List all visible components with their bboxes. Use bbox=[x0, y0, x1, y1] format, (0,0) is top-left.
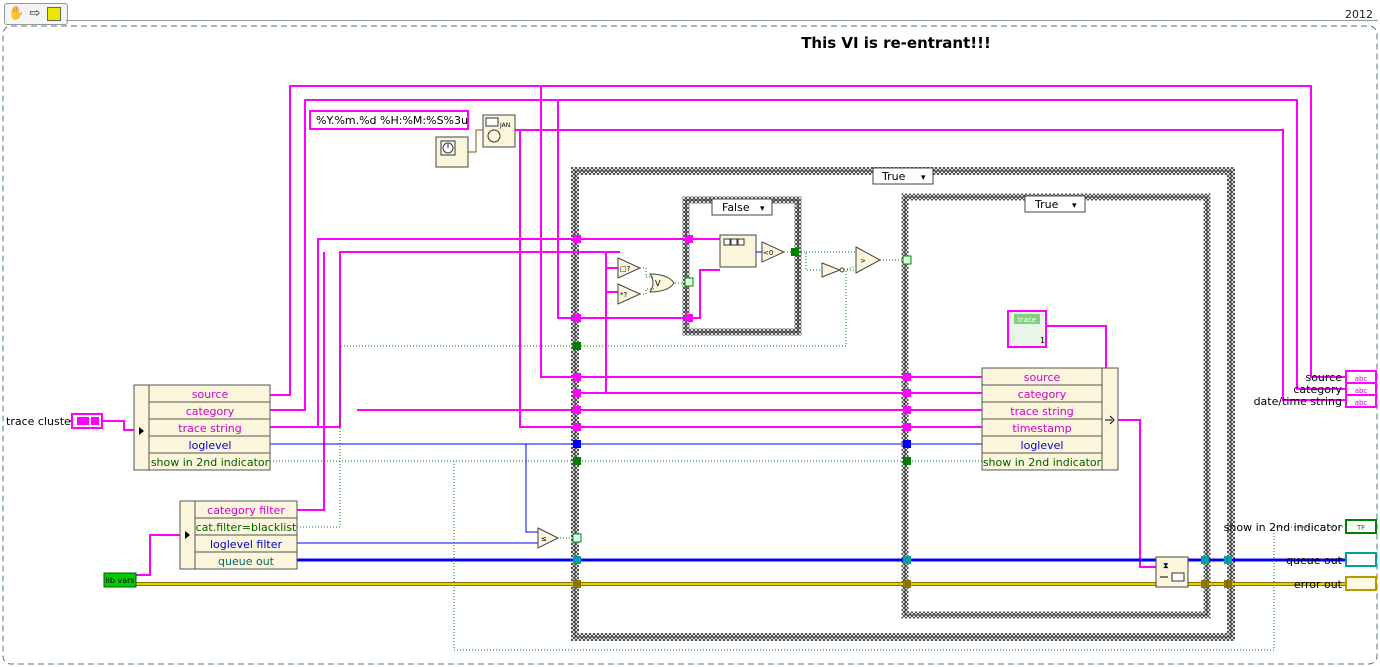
case-selector-outer[interactable]: True ▾ bbox=[872, 167, 934, 185]
svg-text:source: source bbox=[1305, 371, 1342, 384]
svg-text:queue out: queue out bbox=[1286, 554, 1343, 567]
unbundle-cat-filter-blacklist: cat.filter=blacklist bbox=[196, 521, 297, 534]
bundle-source: source bbox=[1024, 371, 1061, 384]
bundle-timestamp: timestamp bbox=[1012, 422, 1071, 435]
reentrant-comment: This VI is re-entrant!!! bbox=[801, 34, 991, 52]
not-node[interactable] bbox=[821, 262, 845, 278]
frame-top-border bbox=[66, 20, 1378, 21]
svg-text:≤: ≤ bbox=[541, 535, 547, 543]
queue-out-indicator[interactable]: queue out bbox=[1286, 552, 1377, 567]
unbundle-queue-out: queue out bbox=[218, 555, 275, 568]
hand-icon[interactable]: ✋ bbox=[8, 6, 25, 21]
svg-text:lib vars: lib vars bbox=[105, 576, 134, 585]
bundle-loglevel: loglevel bbox=[1021, 439, 1064, 452]
datetime-string-indicator[interactable]: date/time string abc bbox=[1254, 394, 1377, 408]
error-out-indicator[interactable]: error out bbox=[1294, 576, 1377, 591]
svg-text:⧗: ⧗ bbox=[1163, 561, 1169, 570]
svg-text:date/time string: date/time string bbox=[1254, 395, 1342, 408]
bundle-show2nd: show in 2nd indicator bbox=[983, 456, 1102, 469]
svg-text:▾: ▾ bbox=[921, 173, 926, 183]
format-date-time-node[interactable]: JAN bbox=[482, 114, 516, 148]
svg-text:V: V bbox=[655, 279, 661, 288]
svg-text:▾: ▾ bbox=[760, 204, 765, 214]
version-label: 2012 bbox=[1345, 8, 1373, 21]
svg-text:TF: TF bbox=[1356, 524, 1365, 532]
unbundle-show2nd: show in 2nd indicator bbox=[151, 456, 270, 469]
svg-text:*?: *? bbox=[620, 291, 628, 299]
svg-text:abc: abc bbox=[1355, 387, 1368, 395]
unbundle-loglevel: loglevel bbox=[189, 439, 232, 452]
lib-vars-constant[interactable]: lib vars bbox=[103, 572, 137, 588]
tunnels bbox=[572, 235, 1232, 588]
unbundle-category-filter: category filter bbox=[207, 504, 285, 517]
svg-text:JAN: JAN bbox=[499, 122, 510, 129]
source-indicator[interactable]: source abc bbox=[1305, 370, 1377, 384]
enqueue-element-node[interactable]: ⧗ bbox=[1155, 556, 1189, 588]
svg-text:True: True bbox=[1034, 198, 1059, 211]
less-than-zero-node[interactable]: <0 bbox=[761, 241, 786, 263]
bundle-trace-string: trace string bbox=[1010, 405, 1073, 418]
diagram-toolbar: ✋ ⇨ bbox=[4, 3, 68, 25]
string-wires bbox=[70, 85, 1345, 576]
svg-text:abc: abc bbox=[1355, 375, 1368, 383]
svg-text:category: category bbox=[1293, 383, 1342, 396]
format-string-constant[interactable]: %Y.%m.%d %H:%M:%S%3u bbox=[309, 110, 469, 130]
trace-cluster-label: trace cluster bbox=[6, 415, 76, 428]
case-selector-inner[interactable]: True ▾ bbox=[1024, 195, 1086, 213]
diagram-frame bbox=[2, 25, 1378, 665]
empty-string-node[interactable]: □? bbox=[617, 257, 642, 279]
arrow-right-icon[interactable]: ⇨ bbox=[29, 6, 41, 21]
or-node[interactable]: V bbox=[649, 273, 675, 293]
match-pattern-node[interactable]: *? bbox=[617, 283, 642, 305]
svg-text:<0: <0 bbox=[763, 249, 773, 257]
svg-text:▾: ▾ bbox=[1072, 201, 1077, 211]
unbundle-trace-string: trace string bbox=[178, 422, 241, 435]
trace-cluster-control[interactable]: trace cluster bbox=[6, 413, 103, 429]
svg-text:abc: abc bbox=[1355, 399, 1368, 407]
svg-text:%Y.%m.%d %H:%M:%S%3u: %Y.%m.%d %H:%M:%S%3u bbox=[316, 114, 468, 127]
bundle-category: category bbox=[1018, 388, 1067, 401]
trace-constant[interactable]: trace 1 bbox=[1007, 310, 1047, 348]
bundle-by-name-trace[interactable]: source category trace string timestamp l… bbox=[981, 367, 1119, 471]
unbundle-category: category bbox=[186, 405, 235, 418]
select-node[interactable]: > bbox=[855, 246, 882, 274]
boolean-wires bbox=[270, 251, 1345, 651]
svg-text:True: True bbox=[881, 170, 906, 183]
less-or-equal-node[interactable]: ≤ bbox=[537, 527, 560, 549]
svg-text:□?: □? bbox=[620, 265, 631, 273]
svg-text:error out: error out bbox=[1294, 578, 1343, 591]
unbundle-loglevel-filter: loglevel filter bbox=[210, 538, 282, 551]
get-date-time-node[interactable] bbox=[435, 136, 469, 168]
svg-text:1: 1 bbox=[1040, 336, 1045, 345]
case-selector-middle[interactable]: False ▾ bbox=[711, 198, 773, 216]
svg-text:show in 2nd indicator: show in 2nd indicator bbox=[1224, 521, 1343, 534]
show2nd-indicator[interactable]: show in 2nd indicator TF bbox=[1224, 519, 1377, 534]
unbundle-trace[interactable]: source category trace string loglevel sh… bbox=[133, 384, 271, 471]
svg-text:trace: trace bbox=[1018, 316, 1036, 324]
svg-text:False: False bbox=[722, 201, 750, 214]
run-vi-icon[interactable] bbox=[47, 7, 61, 21]
unbundle-lib-vars[interactable]: category filter cat.filter=blacklist log… bbox=[179, 500, 298, 570]
unbundle-source: source bbox=[192, 388, 229, 401]
svg-text:>: > bbox=[860, 257, 866, 265]
search-split-string-node[interactable] bbox=[719, 234, 757, 268]
